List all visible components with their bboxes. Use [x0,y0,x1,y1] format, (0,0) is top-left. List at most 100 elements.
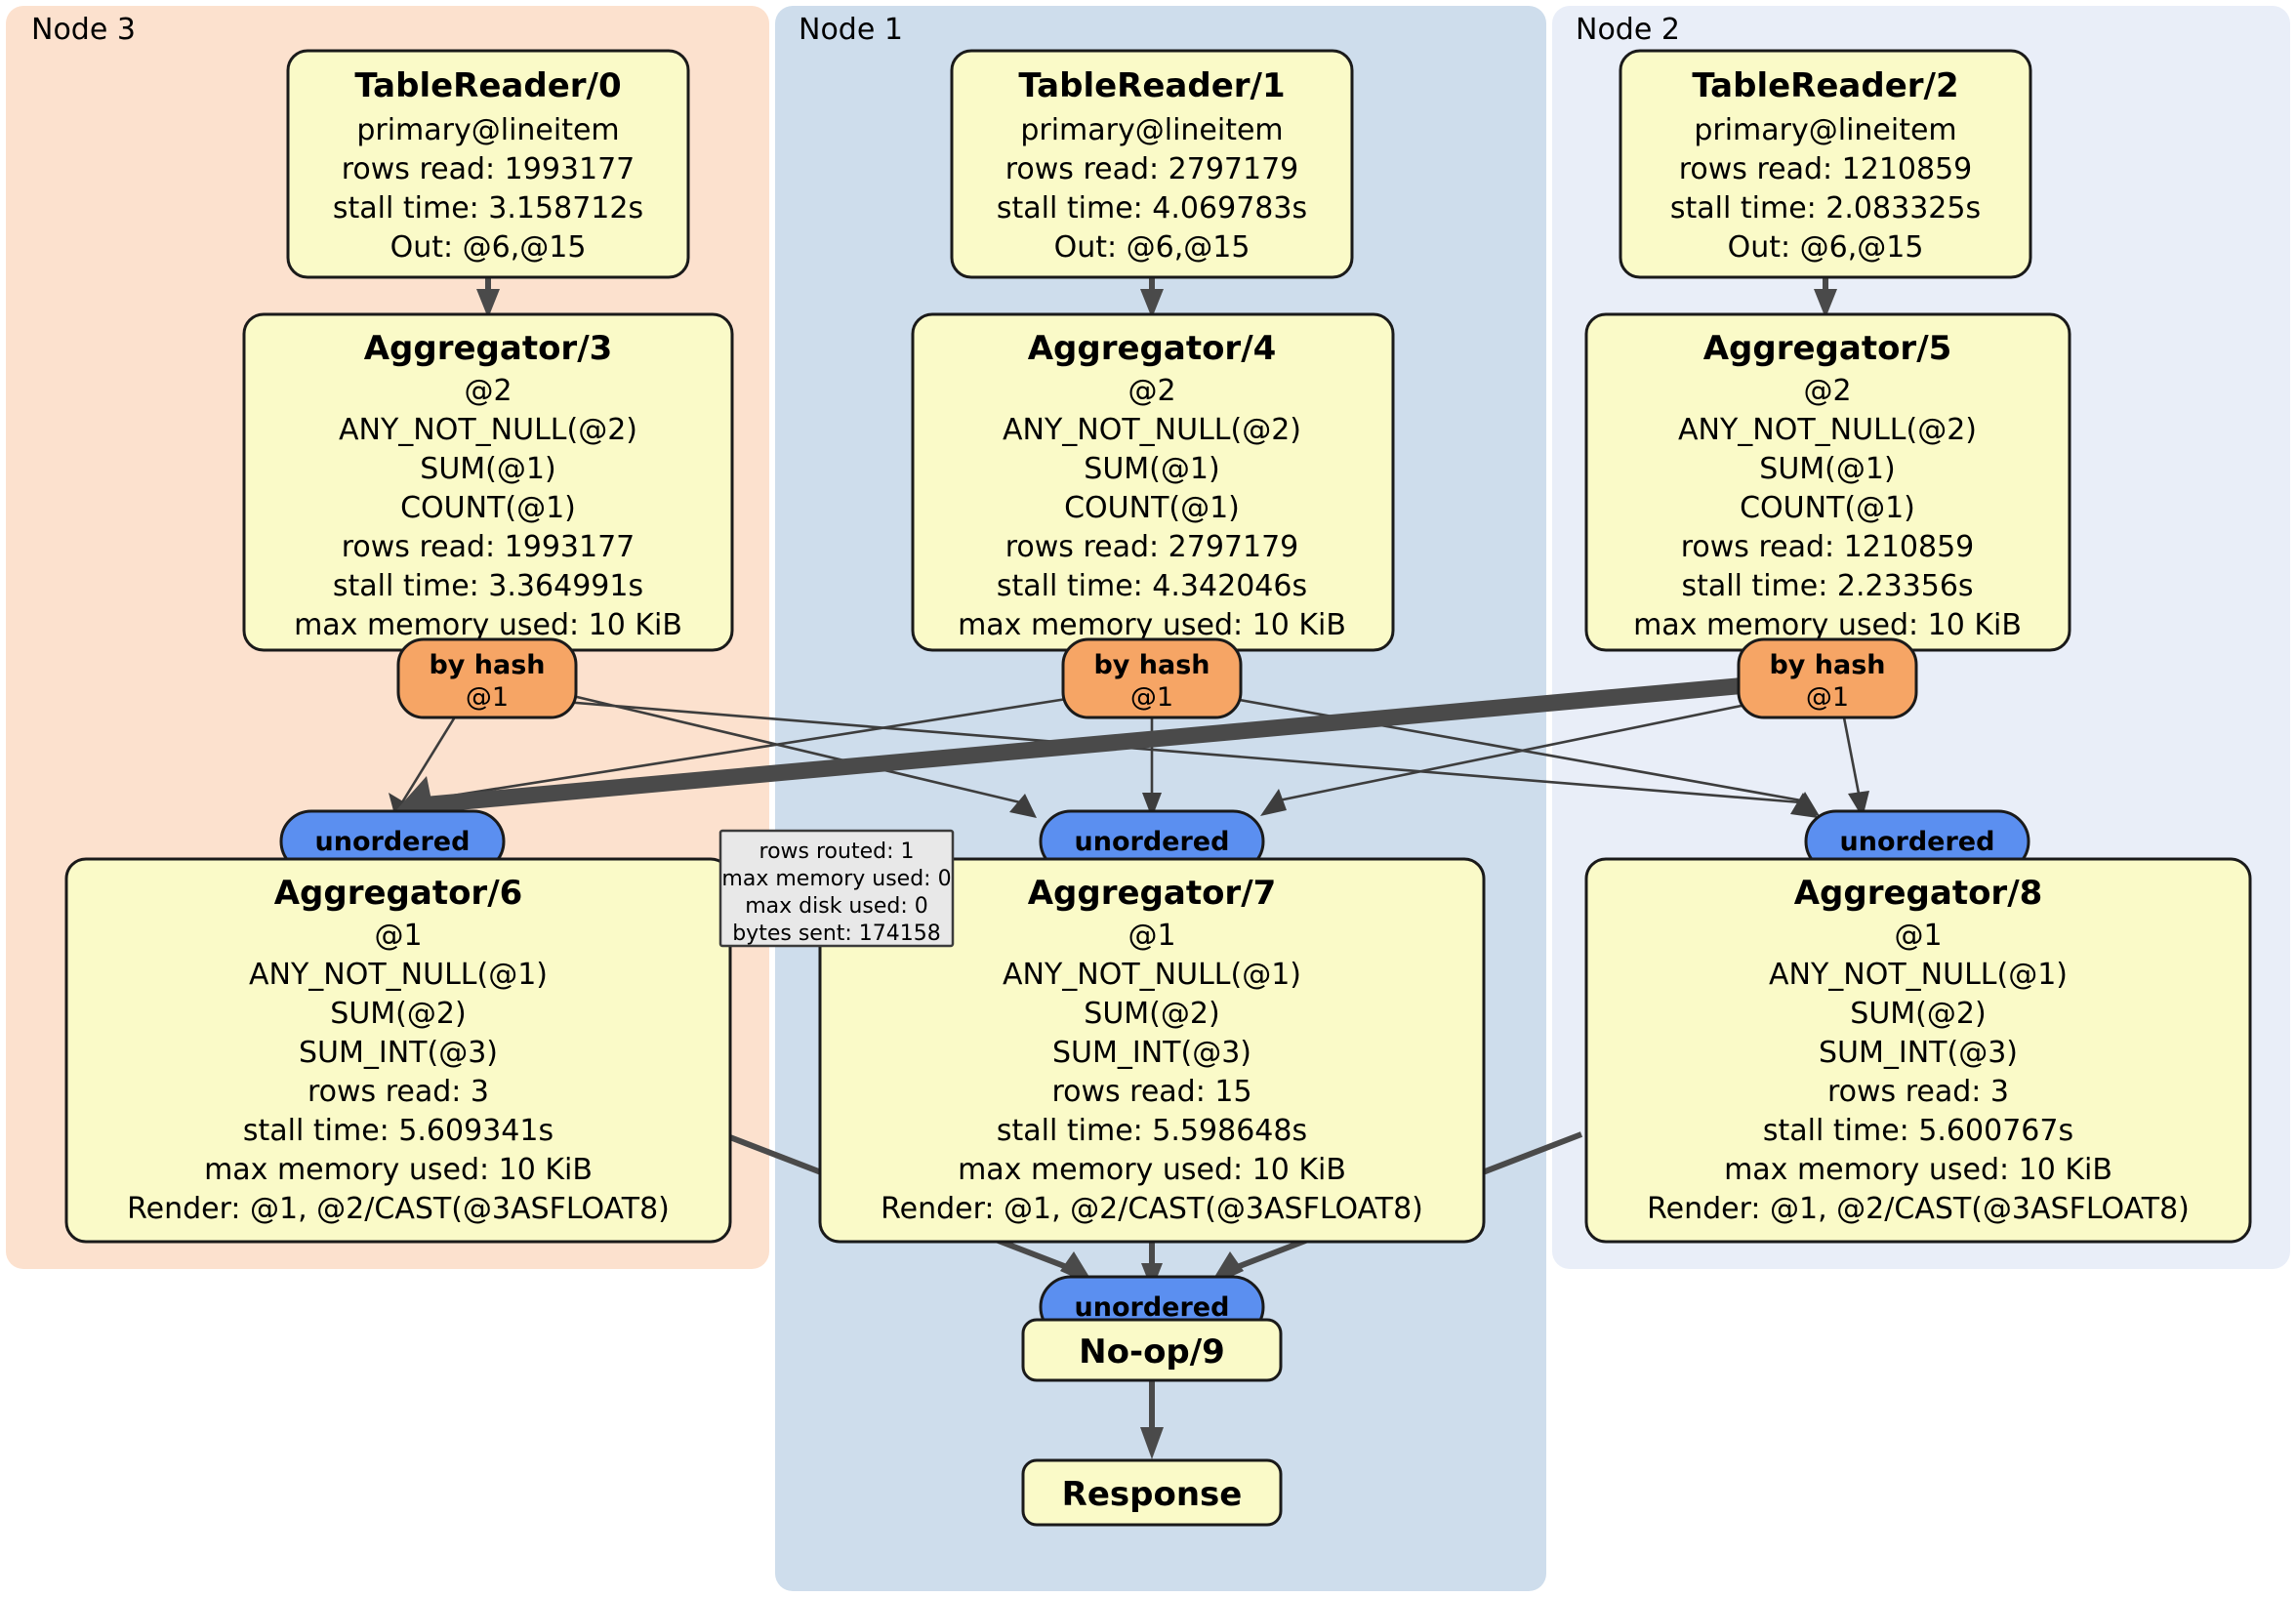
operator-tablereader-0-line-1: rows read: 1993177 [342,152,636,186]
operator-aggregator-7-box[interactable] [818,857,1486,1244]
router-stats-line-1: max memory used: 0 [721,867,951,891]
operator-aggregator-5-line-2: SUM(@1) [1759,452,1895,486]
operator-aggregator-6[interactable]: Aggregator/6 @1 ANY_NOT_NULL(@1) SUM(@2)… [64,857,732,1244]
edge-byhash5-to-unordered7 [1260,699,1766,816]
operator-aggregator-3[interactable]: Aggregator/3 @2 ANY_NOT_NULL(@2) SUM(@1)… [242,312,734,652]
edge-tablereader0-to-aggregator3 [476,277,500,318]
operator-tablereader-1-line-0: primary@lineitem [1020,113,1283,147]
operator-aggregator-3-line-1: ANY_NOT_NULL(@2) [339,413,637,447]
operator-aggregator-4-title: Aggregator/4 [1028,329,1277,368]
operator-aggregator-6-line-4: rows read: 3 [308,1075,489,1109]
router-by-hash-5[interactable]: by hash @1 [1737,637,1918,719]
router-by-hash-3-title: by hash [429,650,545,680]
router-by-hash-4-title: by hash [1093,650,1210,680]
operator-tablereader-2-line-0: primary@lineitem [1694,113,1956,147]
cluster-node3-label: Node 3 [31,13,136,47]
synchronizer-unordered-9-label: unordered [1075,1292,1230,1323]
operator-aggregator-7-line-0: @1 [1128,919,1175,953]
router-by-hash-5-box[interactable] [1737,637,1918,719]
operator-aggregator-5[interactable]: Aggregator/5 @2 ANY_NOT_NULL(@2) SUM(@1)… [1584,312,2071,652]
operator-aggregator-8-line-4: rows read: 3 [1827,1075,2009,1109]
operator-aggregator-3-line-0: @2 [464,374,512,408]
operator-tablereader-0[interactable]: TableReader/0 primary@lineitem rows read… [286,49,690,279]
operator-aggregator-8-line-6: max memory used: 10 KiB [1724,1153,2112,1187]
operator-aggregator-6-line-1: ANY_NOT_NULL(@1) [249,958,548,992]
operator-aggregator-3-line-6: max memory used: 10 KiB [294,608,682,642]
operator-aggregator-5-line-5: stall time: 2.23356s [1681,569,1973,603]
operator-tablereader-2-line-3: Out: @6,@15 [1728,230,1924,265]
operator-noop-9[interactable]: No-op/9 [1021,1318,1283,1382]
router-by-hash-5-title: by hash [1769,650,1885,680]
operator-response-box[interactable] [1021,1458,1283,1527]
operator-aggregator-5-title: Aggregator/5 [1703,329,1952,368]
operator-tablereader-2[interactable]: TableReader/2 primary@lineitem rows read… [1619,49,2032,279]
router-stats-line-3: bytes sent: 174158 [732,921,941,946]
operator-aggregator-8-line-2: SUM(@2) [1850,997,1986,1031]
operator-aggregator-3-line-5: stall time: 3.364991s [333,569,643,603]
operator-aggregator-4-line-2: SUM(@1) [1084,452,1219,486]
operator-aggregator-8-line-5: stall time: 5.600767s [1763,1114,2073,1148]
operator-aggregator-4[interactable]: Aggregator/4 @2 ANY_NOT_NULL(@2) SUM(@1)… [911,312,1395,652]
operator-aggregator-3-line-2: SUM(@1) [420,452,555,486]
operator-aggregator-5-line-4: rows read: 1210859 [1681,530,1975,564]
operator-response-title: Response [1062,1475,1243,1514]
operator-aggregator-8-line-0: @1 [1894,919,1942,953]
operator-aggregator-6-line-6: max memory used: 10 KiB [204,1153,593,1187]
operator-tablereader-0-line-0: primary@lineitem [356,113,619,147]
operator-aggregator-8-title: Aggregator/8 [1794,874,2043,913]
edge-byhash3-to-unordered7 [552,689,1037,818]
synchronizer-unordered-7-label: unordered [1075,827,1230,857]
operator-aggregator-3-line-3: COUNT(@1) [400,491,576,525]
cluster-node1-label: Node 1 [799,13,903,47]
operator-tablereader-2-title: TableReader/2 [1692,66,1958,105]
operator-tablereader-1-box[interactable] [950,49,1354,279]
operator-aggregator-8[interactable]: Aggregator/8 @1 ANY_NOT_NULL(@1) SUM(@2)… [1584,857,2252,1244]
operator-aggregator-4-line-5: stall time: 4.342046s [997,569,1307,603]
router-by-hash-4-box[interactable] [1061,637,1243,719]
router-by-hash-4[interactable]: by hash @1 [1061,637,1243,719]
operator-aggregator-7-line-3: SUM_INT(@3) [1052,1036,1251,1070]
operator-response[interactable]: Response [1021,1458,1283,1527]
operator-tablereader-2-line-1: rows read: 1210859 [1679,152,1973,186]
operator-tablereader-1-line-3: Out: @6,@15 [1054,230,1250,265]
operator-aggregator-5-line-1: ANY_NOT_NULL(@2) [1678,413,1977,447]
operator-aggregator-4-line-0: @2 [1128,374,1175,408]
operator-noop-9-box[interactable] [1021,1318,1283,1382]
router-stats-tooltip-box [718,829,955,948]
operator-tablereader-0-line-3: Out: @6,@15 [390,230,587,265]
operator-aggregator-6-line-2: SUM(@2) [330,997,466,1031]
operator-aggregator-7-line-1: ANY_NOT_NULL(@1) [1003,958,1301,992]
operator-aggregator-7-line-6: max memory used: 10 KiB [958,1153,1346,1187]
operator-aggregator-6-line-0: @1 [374,919,422,953]
edge-byhash4-to-unordered8 [1211,693,1820,816]
router-stats-line-2: max disk used: 0 [745,894,928,919]
synchronizer-unordered-8[interactable]: unordered [1804,809,2030,874]
operator-aggregator-7-line-7: Render: @1, @2/CAST(@3ASFLOAT8) [881,1192,1423,1226]
operator-aggregator-6-box[interactable] [64,857,732,1244]
operator-aggregator-7-title: Aggregator/7 [1028,874,1277,913]
operator-aggregator-5-line-0: @2 [1803,374,1851,408]
operator-tablereader-2-line-2: stall time: 2.083325s [1670,191,1981,225]
router-by-hash-3-box[interactable] [396,637,578,719]
operator-aggregator-8-line-3: SUM_INT(@3) [1819,1036,2018,1070]
router-by-hash-4-sub: @1 [1130,682,1173,713]
router-by-hash-3[interactable]: by hash @1 [396,637,578,719]
operator-aggregator-6-line-3: SUM_INT(@3) [299,1036,498,1070]
operator-aggregator-6-line-5: stall time: 5.609341s [243,1114,554,1148]
operator-tablereader-2-box[interactable] [1619,49,2032,279]
operator-aggregator-7-line-2: SUM(@2) [1084,997,1219,1031]
operator-aggregator-8-box[interactable] [1584,857,2252,1244]
operator-aggregator-5-line-6: max memory used: 10 KiB [1633,608,2022,642]
operator-aggregator-7[interactable]: Aggregator/7 @1 ANY_NOT_NULL(@1) SUM(@2)… [818,857,1486,1244]
operator-tablereader-0-box[interactable] [286,49,690,279]
operator-aggregator-8-line-1: ANY_NOT_NULL(@1) [1769,958,2068,992]
operator-aggregator-4-line-6: max memory used: 10 KiB [958,608,1346,642]
operator-aggregator-3-line-4: rows read: 1993177 [342,530,636,564]
router-stats-tooltip: rows routed: 1 max memory used: 0 max di… [718,829,955,948]
operator-aggregator-4-line-1: ANY_NOT_NULL(@2) [1003,413,1301,447]
operator-tablereader-1[interactable]: TableReader/1 primary@lineitem rows read… [950,49,1354,279]
synchronizer-unordered-7[interactable]: unordered [1039,809,1265,874]
operator-aggregator-4-line-4: rows read: 2797179 [1005,530,1299,564]
